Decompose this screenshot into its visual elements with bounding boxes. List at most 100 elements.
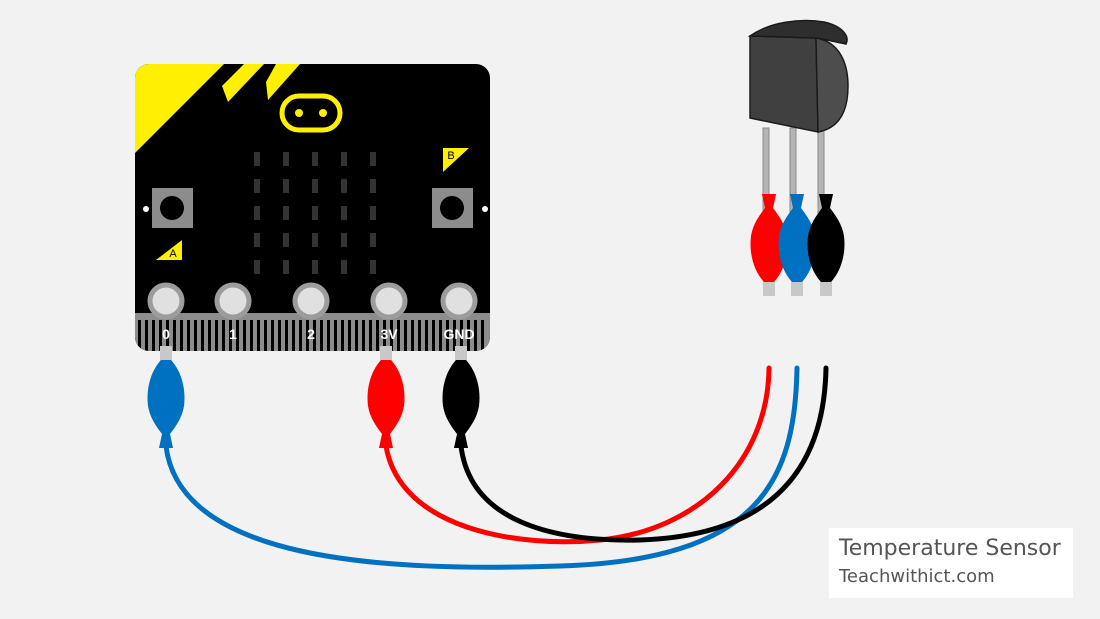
- signal-clip[interactable]: [147, 346, 185, 448]
- edge-connector-strip: [306, 320, 309, 351]
- pin-gnd-label: GND: [443, 326, 474, 342]
- led: [254, 179, 260, 193]
- led: [254, 260, 260, 274]
- led: [283, 260, 289, 274]
- edge-connector-strip: [369, 320, 372, 351]
- sensor-body: [749, 35, 819, 133]
- led: [312, 206, 318, 220]
- button-a[interactable]: [160, 196, 184, 220]
- led: [341, 260, 347, 274]
- edge-connector-strip: [278, 320, 281, 351]
- caption-box: Temperature Sensor Teachwithict.com: [829, 528, 1073, 598]
- led: [312, 233, 318, 247]
- edge-connector-strip: [285, 320, 288, 351]
- led: [370, 152, 376, 166]
- edge-connector-strip: [292, 320, 295, 351]
- edge-connector-strip: [439, 320, 442, 351]
- edge-connector-strip: [390, 320, 393, 351]
- edge-connector-strip: [320, 320, 323, 351]
- led: [312, 152, 318, 166]
- edge-connector-strip: [264, 320, 267, 351]
- edge-connector-strip: [173, 320, 176, 351]
- edge-connector-strip: [432, 320, 435, 351]
- edge-connector-strip: [481, 320, 484, 351]
- edge-connector-strip: [257, 320, 260, 351]
- pin-2-label: 2: [307, 326, 315, 342]
- led: [283, 233, 289, 247]
- edge-connector-strip: [271, 320, 274, 351]
- edge-connector-strip: [362, 320, 365, 351]
- led: [254, 206, 260, 220]
- power-clip[interactable]: [367, 346, 405, 448]
- edge-connector-strip: [187, 320, 190, 351]
- edge-connector-strip: [299, 320, 302, 351]
- pin-0-label: 0: [162, 326, 170, 342]
- edge-connector-strip: [355, 320, 358, 351]
- led: [283, 206, 289, 220]
- pin-1-hole[interactable]: [214, 282, 252, 320]
- pin-1-label: 1: [229, 326, 237, 342]
- edge-connector-strip: [383, 320, 386, 351]
- edge-connector-strip: [222, 320, 225, 351]
- edge-connector-strip: [334, 320, 337, 351]
- led: [283, 152, 289, 166]
- led: [341, 233, 347, 247]
- edge-connector-strip: [145, 320, 148, 351]
- led: [370, 179, 376, 193]
- led: [312, 179, 318, 193]
- microbit-logo: [279, 93, 343, 133]
- pin-3v-hole[interactable]: [370, 282, 408, 320]
- led-matrix: [254, 152, 376, 274]
- sensor-ground-clip[interactable]: [807, 194, 845, 296]
- edge-connector-strip: [243, 320, 246, 351]
- edge-connector-strip: [474, 320, 477, 351]
- button-b-label: B: [447, 150, 454, 162]
- edge-connector-strip: [215, 320, 218, 351]
- led: [341, 152, 347, 166]
- led: [370, 260, 376, 274]
- edge-connector-strip: [152, 320, 155, 351]
- edge-connector-strip: [376, 320, 379, 351]
- edge-connector-strip: [446, 320, 449, 351]
- pin-3v-label: 3V: [380, 326, 398, 342]
- led: [254, 152, 260, 166]
- edge-connector-strip: [166, 320, 169, 351]
- edge-connector-strip: [180, 320, 183, 351]
- edge-connector-strip: [348, 320, 351, 351]
- signal-wire: [163, 365, 800, 570]
- edge-connector-strip: [453, 320, 456, 351]
- pin-gnd-hole[interactable]: [440, 282, 478, 320]
- pin-0-hole[interactable]: [147, 282, 185, 320]
- led: [254, 233, 260, 247]
- edge-connector-strip: [404, 320, 407, 351]
- caption-title: Temperature Sensor: [839, 536, 1061, 561]
- edge-connector-strip: [341, 320, 344, 351]
- edge-connector-strip: [201, 320, 204, 351]
- led: [312, 260, 318, 274]
- edge-connector-strip: [194, 320, 197, 351]
- edge-connector-strip: [411, 320, 414, 351]
- led: [370, 233, 376, 247]
- ground-clip[interactable]: [442, 346, 480, 448]
- edge-connector-strip: [208, 320, 211, 351]
- pin-2-hole[interactable]: [292, 282, 330, 320]
- edge-connector-strip: [250, 320, 253, 351]
- edge-connector-strip: [159, 320, 162, 351]
- edge-connector-strip: [397, 320, 400, 351]
- led: [341, 179, 347, 193]
- button-b[interactable]: [440, 196, 464, 220]
- edge-connector-strip: [327, 320, 330, 351]
- led: [283, 179, 289, 193]
- edge-connector-strip: [313, 320, 316, 351]
- edge-connector-strip: [418, 320, 421, 351]
- microbit-board: A B 0 1 2 3V GND: [135, 64, 490, 351]
- edge-connector-strip: [138, 320, 141, 351]
- caption-site: Teachwithict.com: [839, 566, 995, 587]
- edge-connector-strip: [425, 320, 428, 351]
- led: [370, 206, 376, 220]
- button-a-label: A: [169, 248, 177, 260]
- edge-connector-strip: [467, 320, 470, 351]
- edge-connector-strip: [229, 320, 232, 351]
- led: [341, 206, 347, 220]
